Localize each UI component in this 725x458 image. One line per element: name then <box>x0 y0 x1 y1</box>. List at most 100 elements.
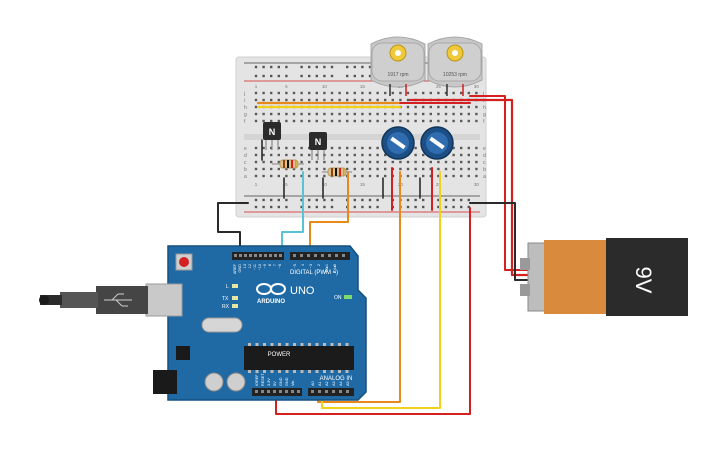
usb-port <box>145 283 183 317</box>
analog-pin-label: A4 <box>339 381 343 386</box>
analog-pin-label: A1 <box>318 381 322 386</box>
row-letter: f <box>483 119 485 125</box>
row-letter: d <box>244 153 247 159</box>
row-letter: e <box>244 146 247 152</box>
row-letter: c <box>483 160 486 166</box>
transistor-1-label: N <box>269 127 276 137</box>
potentiometer-1[interactable] <box>381 126 415 160</box>
row-letter: f <box>244 119 246 125</box>
battery-voltage-label: 9V <box>631 267 656 294</box>
analog-pin-label: A2 <box>325 381 329 386</box>
col-number: 5 <box>285 84 288 89</box>
digital-pin-label: 4 <box>301 264 305 266</box>
battery-9v[interactable]: 9V <box>520 238 688 316</box>
arduino-infinity-logo-icon <box>256 283 286 295</box>
analog-pin-label: A5 <box>346 381 350 386</box>
header-digital-right <box>290 252 350 260</box>
usb-cable <box>39 286 148 314</box>
resistor-2[interactable] <box>322 167 352 177</box>
arduino-logo-text: ARDUINO <box>257 299 285 305</box>
power-pin-label: 3.3V <box>267 378 271 386</box>
motor-2-rpm: 10253 rpm <box>443 72 467 78</box>
dc-motor-1[interactable]: 1917 rpm <box>370 36 426 96</box>
digital-label: DIGITAL (PWM ~) <box>290 270 338 276</box>
digital-pin-label: 12 <box>248 264 252 268</box>
col-number: 30 <box>474 182 480 187</box>
analog-pin-label: A3 <box>332 381 336 386</box>
col-number: 15 <box>360 182 366 187</box>
arduino-model: UNO <box>290 285 315 297</box>
row-letter: a <box>483 174 486 180</box>
potentiometer-2[interactable] <box>420 126 454 160</box>
row-letter: j <box>482 91 484 97</box>
wire-orange-signal[interactable] <box>309 171 349 253</box>
wire-black-gnd[interactable] <box>217 202 249 253</box>
col-number: 1 <box>255 182 258 187</box>
row-letter: d <box>483 153 486 159</box>
wire-black-battery-negative[interactable] <box>469 202 529 281</box>
col-number: 5 <box>285 182 288 187</box>
digital-pin-label: ~6 <box>278 264 282 268</box>
digital-pin-label: 7 <box>273 264 277 266</box>
power-pin-label: Vin <box>291 381 295 386</box>
transistor-2[interactable]: N <box>309 132 327 160</box>
usb-symbol-icon <box>104 293 132 307</box>
digital-pin-label: ~3 <box>309 264 313 268</box>
wire-yellow-a1[interactable] <box>321 171 441 409</box>
power-jack <box>153 370 177 394</box>
motor-1-rpm: 1917 rpm <box>387 72 408 78</box>
power-pin-label: GND <box>279 377 283 386</box>
row-letter: h <box>483 105 486 111</box>
header-analog <box>308 388 354 396</box>
breadboard-center-gap <box>244 134 480 140</box>
analog-label: ANALOG IN <box>320 376 353 382</box>
led-rx-label: RX <box>222 304 230 310</box>
transistor-1[interactable]: N <box>263 122 281 150</box>
power-pin-label: 5V <box>273 381 277 386</box>
row-letter: g <box>244 112 247 118</box>
col-number: 25 <box>436 182 442 187</box>
crystal-oscillator <box>201 317 243 333</box>
wire-red-5v[interactable] <box>275 207 471 415</box>
col-number: 15 <box>360 84 366 89</box>
col-number: 10 <box>322 182 328 187</box>
digital-pin-label: 13 <box>243 264 247 268</box>
led-tx-label: TX <box>222 296 229 302</box>
wire-red-battery-positive[interactable] <box>408 98 530 277</box>
digital-pin-label: GND <box>238 264 242 273</box>
power-label: POWER <box>268 352 291 358</box>
capacitor <box>226 372 246 392</box>
digital-pin-label: TX▸1 <box>325 264 329 273</box>
transistor-2-label: N <box>315 137 322 147</box>
col-number: 25 <box>436 84 442 89</box>
header-digital-left <box>232 252 284 260</box>
power-pin-label: RESET <box>261 373 265 386</box>
row-letter: j <box>243 91 245 97</box>
led-l-label: L <box>226 284 229 290</box>
wire-cyan-signal[interactable] <box>281 171 304 253</box>
header-power <box>252 388 302 396</box>
digital-pin-label: ~5 <box>293 264 297 268</box>
col-number: 30 <box>474 84 480 89</box>
analog-pin-label: A0 <box>311 381 315 386</box>
power-pin-label: IOREF <box>255 374 259 386</box>
resistor-1[interactable] <box>272 159 304 169</box>
row-letter: c <box>244 160 247 166</box>
row-letter: b <box>244 167 247 173</box>
capacitor <box>204 372 224 392</box>
row-letter: a <box>244 174 247 180</box>
wire-red-motor-supply[interactable] <box>469 95 529 271</box>
led-on-label: ON <box>334 295 342 301</box>
wires <box>217 95 530 415</box>
col-number: 1 <box>255 84 258 89</box>
digital-pin-label: ~10 <box>258 264 262 270</box>
dc-motor-2[interactable]: 10253 rpm <box>427 36 483 96</box>
row-letter: b <box>483 167 486 173</box>
